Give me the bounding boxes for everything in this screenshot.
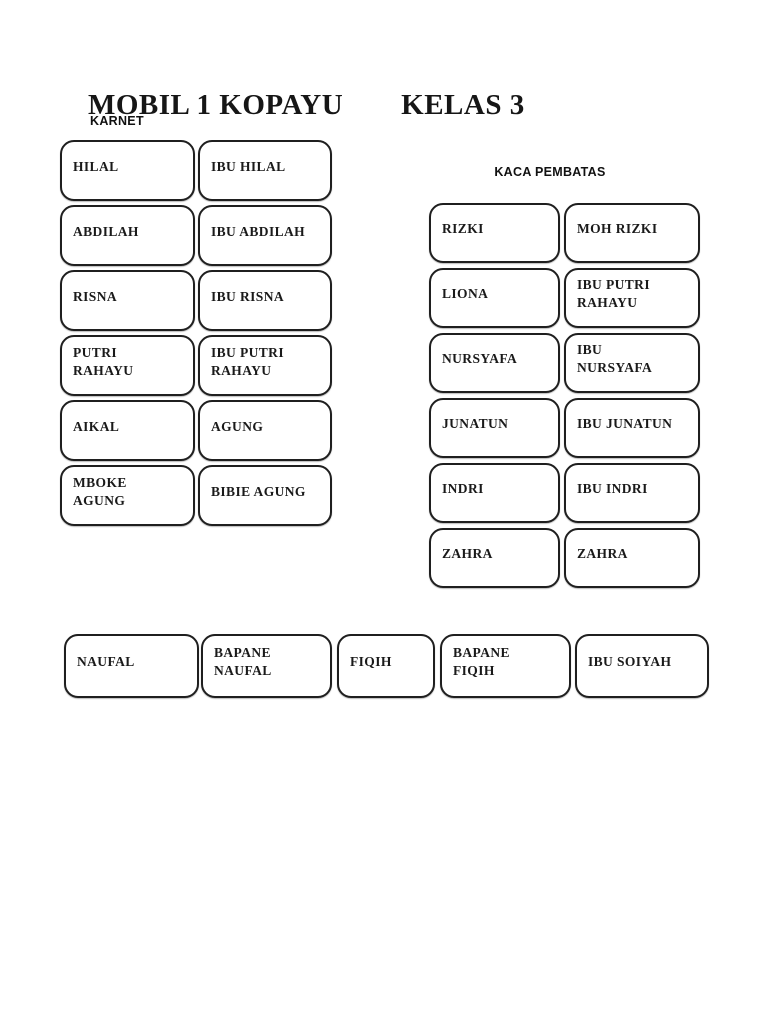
name-card: FIQIH [337, 634, 435, 698]
name-card: IBU INDRI [564, 463, 700, 523]
name-card: PUTRI RAHAYU [60, 335, 195, 396]
name-card: IBU PUTRI RAHAYU [198, 335, 332, 396]
name-card: AIKAL [60, 400, 195, 461]
name-card: ZAHRA [429, 528, 560, 588]
kaca-pembatas-card-grid: RIZKI MOH RIZKI LIONA IBU PUTRI RAHAYU N… [429, 203, 700, 588]
name-card: INDRI [429, 463, 560, 523]
name-card: IBU PUTRI RAHAYU [564, 268, 700, 328]
name-card: IBU JUNATUN [564, 398, 700, 458]
bottom-card-row: NAUFAL BAPANE NAUFAL FIQIH BAPANE FIQIH … [64, 634, 709, 698]
name-card: IBU RISNA [198, 270, 332, 331]
name-card: IBU HILAL [198, 140, 332, 201]
name-card: ABDILAH [60, 205, 195, 266]
name-card: IBU SOIYAH [575, 634, 709, 698]
karnet-card-grid: HILAL IBU HILAL ABDILAH IBU ABDILAH RISN… [60, 140, 332, 526]
name-card: BIBIE AGUNG [198, 465, 332, 526]
name-card: RISNA [60, 270, 195, 331]
name-card: IBU ABDILAH [198, 205, 332, 266]
name-card: RIZKI [429, 203, 560, 263]
name-card: ZAHRA [564, 528, 700, 588]
name-card: BAPANE NAUFAL [201, 634, 332, 698]
name-card: MBOKE AGUNG [60, 465, 195, 526]
page-title-right: KELAS 3 [401, 89, 525, 122]
name-card: IBU NURSYAFA [564, 333, 700, 393]
name-card: MOH RIZKI [564, 203, 700, 263]
kaca-pembatas-section-label: KACA PEMBATAS [494, 165, 606, 179]
name-card: HILAL [60, 140, 195, 201]
name-card: JUNATUN [429, 398, 560, 458]
page-title-left: MOBIL 1 KOPAYU [88, 89, 344, 122]
name-card: BAPANE FIQIH [440, 634, 571, 698]
name-card: NAUFAL [64, 634, 199, 698]
name-card: AGUNG [198, 400, 332, 461]
name-card: LIONA [429, 268, 560, 328]
name-card: NURSYAFA [429, 333, 560, 393]
karnet-section-label: KARNET [90, 114, 144, 128]
page-title: MOBIL 1 KOPAYU KELAS 3 [88, 89, 525, 122]
